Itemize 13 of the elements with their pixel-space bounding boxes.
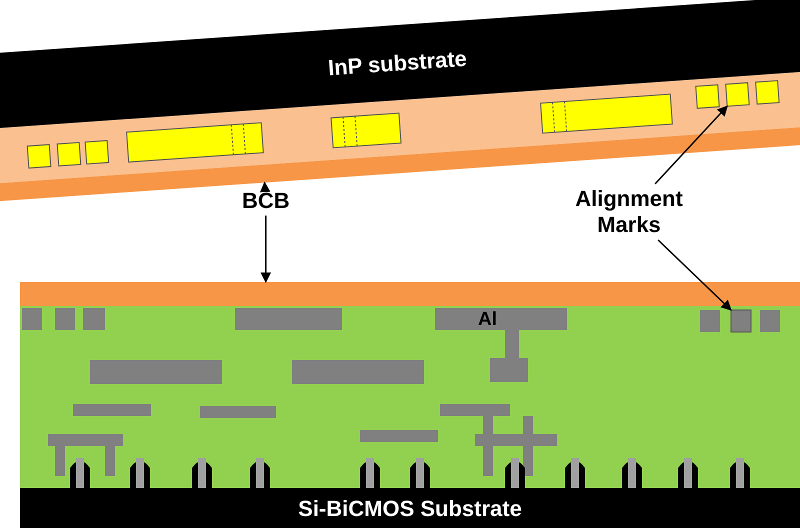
alignment-mark: [730, 310, 752, 332]
metal-label: Al: [478, 309, 497, 331]
leader-line: [260, 182, 270, 192]
substrate-layer: [0, 0, 800, 129]
callout-label: BCB: [242, 188, 290, 214]
layer-label: InP substrate: [327, 46, 468, 80]
bcb-layer: [20, 282, 800, 306]
leader-line: [260, 216, 272, 284]
alignment-mark: [725, 82, 750, 107]
leader-line: [654, 105, 728, 184]
leader-line: [658, 239, 732, 311]
callout-label: Alignment Marks: [574, 186, 684, 238]
layer-label: Si-BiCMOS Substrate: [298, 496, 522, 521]
